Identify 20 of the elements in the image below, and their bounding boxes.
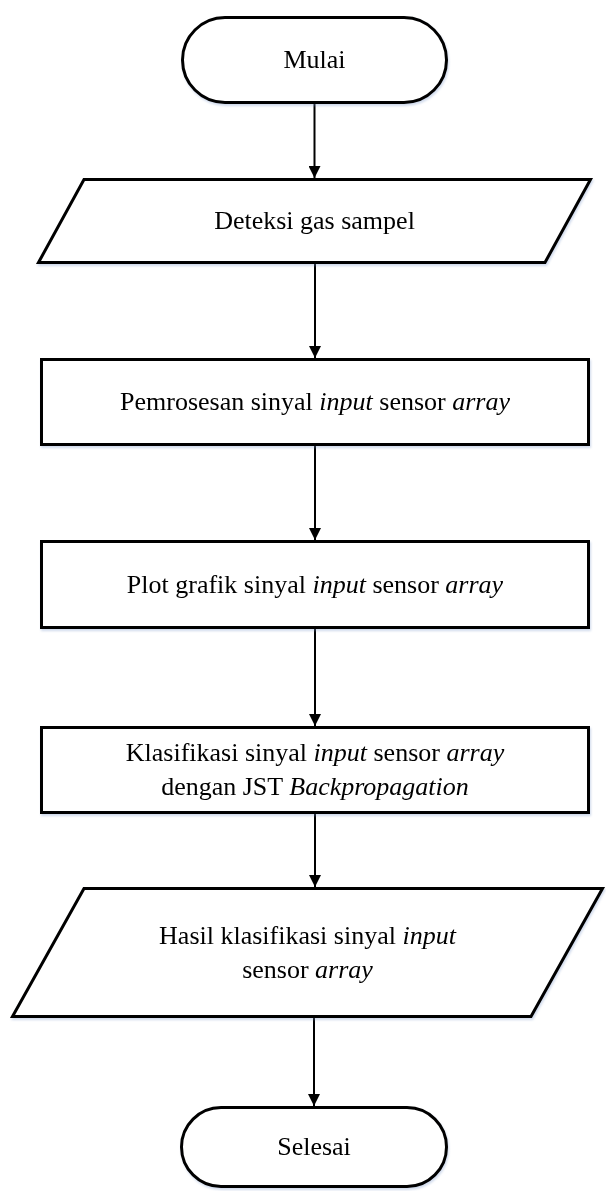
node-text: Selesai — [277, 1131, 351, 1163]
node-text: Pemrosesan sinyal input sensor array — [120, 386, 510, 418]
input-output-parallelogram — [37, 178, 592, 264]
node-text: Klasifikasi sinyal input sensor array dengan JST Backpropagation — [124, 737, 506, 803]
node-text: Hasil klasifikasi sinyal input sensor array — [158, 919, 458, 986]
arrow — [308, 1017, 320, 1107]
arrow — [309, 263, 321, 359]
process-box — [40, 726, 590, 814]
node-text: Deteksi gas sampel — [214, 205, 415, 237]
node-text: Mulai — [283, 44, 346, 76]
arrow — [309, 445, 321, 541]
arrow — [309, 628, 321, 727]
process-box — [40, 358, 590, 446]
arrow — [308, 103, 321, 179]
arrow — [309, 813, 321, 888]
terminator-pill — [181, 16, 448, 104]
process-box — [40, 540, 590, 629]
input-output-parallelogram — [11, 887, 604, 1018]
terminator-pill — [180, 1106, 448, 1188]
node-text: Plot grafik sinyal input sensor array — [126, 568, 504, 601]
